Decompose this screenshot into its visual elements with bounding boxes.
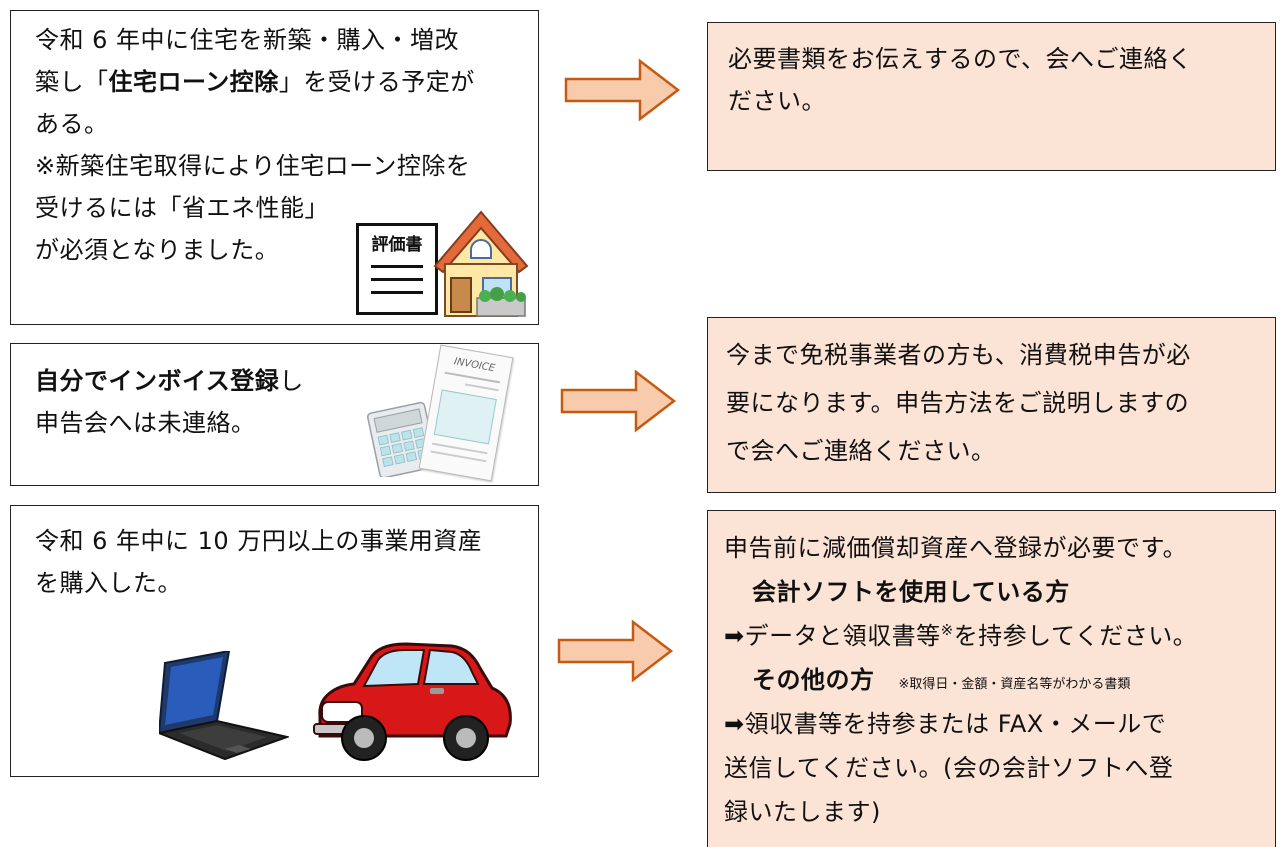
calculator-icon [366, 401, 438, 477]
arrow-right-icon [560, 369, 677, 433]
question-text: を購入した。 [35, 569, 182, 597]
question-text: 築し「住宅ローン控除」を受ける予定が [35, 68, 475, 96]
document-label: 評価書 [371, 235, 423, 255]
answer-box-business-asset: 申告前に減価償却資産へ登録が必要です。 会計ソフトを使用している方 ➡データと領… [707, 510, 1276, 847]
house-icon [433, 210, 529, 317]
laptop-icon [159, 651, 289, 761]
answer-box-invoice: 今まで免税事業者の方も、消費税申告が必 要になります。申告方法をご説明しますの … [707, 317, 1276, 493]
arrow-right-icon [557, 619, 674, 683]
answer-text: 申告前に減価償却資産へ登録が必要です。 [724, 534, 1188, 562]
answer-text: 要になります。申告方法をご説明しますの [726, 389, 1190, 417]
answer-text: 必要書類をお伝えするので、会へご連絡く [728, 45, 1193, 73]
answer-text: で会へご連絡ください。 [726, 437, 996, 465]
question-text: 令和 6 年中に住宅を新築・購入・増改 [35, 26, 460, 54]
question-text: 申告会へは未連絡。 [35, 409, 256, 437]
evaluation-document-icon: 評価書 [356, 223, 438, 315]
answer-text: ださい。 [728, 87, 826, 115]
answer-text: ➡領収書等を持参または FAX・メールで [724, 710, 1167, 738]
accounting-software-users-heading: 会計ソフトを使用している方 [752, 578, 1070, 606]
question-note: 受けるには「省エネ性能」 [35, 194, 329, 222]
housing-loan-deduction-keyword: 住宅ローン控除 [108, 68, 279, 96]
others-heading: その他の方 [752, 666, 875, 694]
question-text: ある。 [35, 110, 109, 138]
arrow-right-icon [564, 58, 681, 122]
answer-text: 録いたします) [724, 798, 881, 826]
answer-box-housing-loan: 必要書類をお伝えするので、会へご連絡く ださい。 [707, 22, 1276, 171]
others-heading-line: その他の方 ※取得日・金額・資産名等がわかる書類 [752, 659, 1130, 706]
question-note: が必須となりました。 [35, 236, 280, 264]
question-box-housing-loan: 令和 6 年中に住宅を新築・購入・増改 築し「住宅ローン控除」を受ける予定が あ… [10, 10, 539, 325]
question-note: ※新築住宅取得により住宅ローン控除を [35, 152, 471, 180]
question-box-invoice: 自分でインボイス登録し 申告会へは未連絡。 INVOICE [10, 343, 539, 486]
question-box-business-asset: 令和 6 年中に 10 万円以上の事業用資産 を購入した。 [10, 505, 539, 777]
answer-text: 送信してください。(会の会計ソフトへ登 [724, 754, 1174, 782]
answer-text: 今まで免税事業者の方も、消費税申告が必 [726, 341, 1191, 369]
question-text: 令和 6 年中に 10 万円以上の事業用資産 [35, 527, 483, 555]
car-icon [313, 642, 512, 761]
invoice-icon: INVOICE [418, 344, 514, 482]
question-text: 自分でインボイス登録し [35, 367, 304, 395]
invoice-registration-keyword: 自分でインボイス登録 [35, 367, 280, 395]
answer-text: ➡データと領収書等※を持参してください。 [724, 621, 1198, 650]
documents-note: ※取得日・金額・資産名等がわかる書類 [898, 677, 1131, 692]
